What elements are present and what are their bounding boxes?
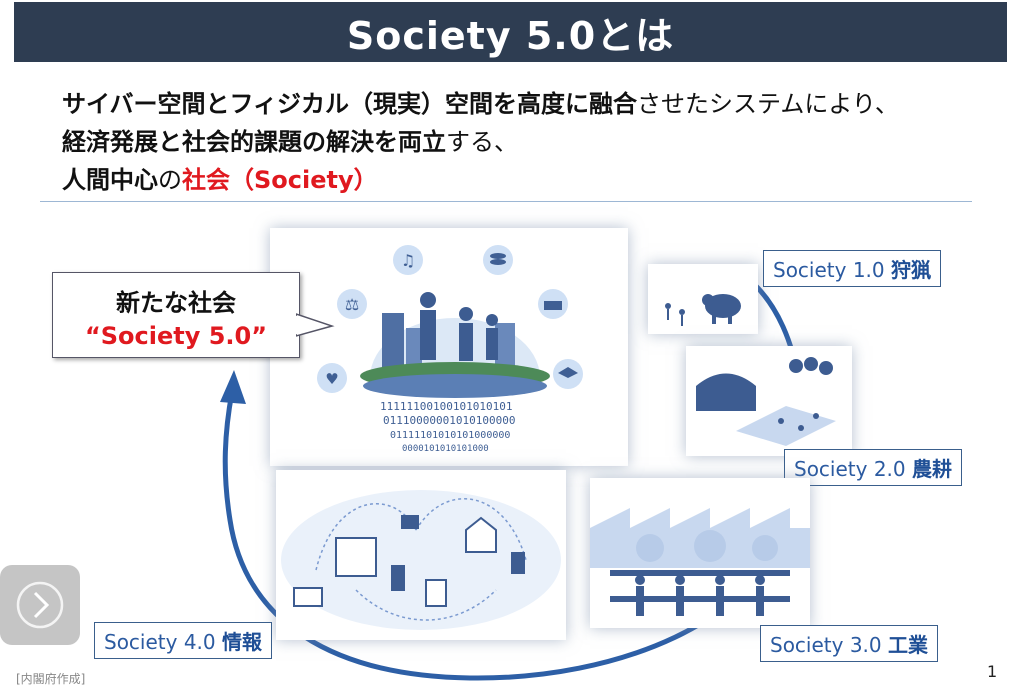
divider	[40, 201, 972, 202]
society4-panel	[276, 470, 566, 640]
title-bar: Society 5.0とは	[14, 2, 1007, 62]
heart-icon: ♥	[317, 363, 347, 393]
lead-line-3-red: 社会（Society）	[182, 166, 378, 194]
callout-pointer	[296, 313, 335, 337]
society5-panel: ♫ ⚖ ♥ 111111001001	[270, 228, 628, 466]
svg-text:⚖: ⚖	[345, 295, 359, 314]
lead-line-1-light: させたシステムにより、	[637, 90, 899, 118]
svg-text:♫: ♫	[401, 251, 415, 270]
binary-line: 01111101010101000000	[390, 430, 510, 441]
stage-label: Society 4.0	[104, 630, 216, 654]
society3-panel	[590, 478, 810, 628]
lead-line-2-light: する、	[446, 128, 518, 156]
page-title: Society 5.0とは	[346, 13, 675, 58]
hunting-illustration	[665, 294, 741, 326]
farming-illustration	[696, 357, 836, 446]
society2-panel	[686, 346, 852, 456]
binary-line: 11111100100101010101	[380, 400, 512, 413]
svg-text:♥: ♥	[325, 370, 338, 388]
lead-line-1: サイバー空間とフィジカル（現実）空間を高度に融合させたシステムにより、	[62, 84, 899, 119]
scales-icon: ⚖	[337, 289, 367, 319]
industry-illustration	[590, 508, 810, 616]
stage-name: 狩猟	[891, 258, 931, 282]
binary-line: 01110000001010100000	[383, 414, 515, 427]
new-society-callout: 新たな社会 “Society 5.0”	[52, 272, 300, 358]
lead-line-2-bold: 経済発展と社会的課題の解決を両立	[62, 128, 446, 156]
stage-name: 農耕	[912, 457, 952, 481]
stage-label: Society 2.0	[794, 457, 906, 481]
graduation-cap-icon	[553, 359, 583, 389]
lead-line-2: 経済発展と社会的課題の解決を両立する、	[62, 122, 518, 157]
stage-name: 情報	[222, 630, 262, 654]
new-society-line1: 新たな社会	[116, 289, 236, 317]
binary-line: 0000101010101000	[402, 444, 489, 454]
chevron-right-icon	[16, 581, 64, 629]
society3-callout: Society 3.0 工業	[760, 625, 938, 662]
lead-line-3-light: の	[158, 166, 182, 194]
source-credit: [内閣府作成]	[16, 672, 86, 686]
society5-illustration: ♫ ⚖ ♥ 111111001001	[317, 245, 583, 454]
society1-callout: Society 1.0 狩猟	[763, 250, 941, 287]
lead-line-3-bold: 人間中心	[62, 166, 158, 194]
next-page-button[interactable]	[0, 565, 80, 645]
information-illustration	[281, 490, 561, 630]
lead-line-3: 人間中心の社会（Society）	[62, 160, 378, 195]
society2-callout: Society 2.0 農耕	[784, 449, 962, 486]
factory-icon	[538, 289, 568, 319]
stage-label: Society 3.0	[770, 633, 882, 657]
coins-icon	[483, 245, 513, 275]
stage-name: 工業	[888, 633, 928, 657]
music-icon: ♫	[393, 245, 423, 275]
lead-line-1-bold: サイバー空間とフィジカル（現実）空間を高度に融合	[62, 90, 638, 118]
page-number: 1	[987, 662, 998, 681]
stage-label: Society 1.0	[773, 258, 885, 282]
society1-panel	[648, 264, 758, 334]
society4-callout: Society 4.0 情報	[94, 622, 272, 659]
new-society-line2: “Society 5.0”	[84, 322, 268, 350]
